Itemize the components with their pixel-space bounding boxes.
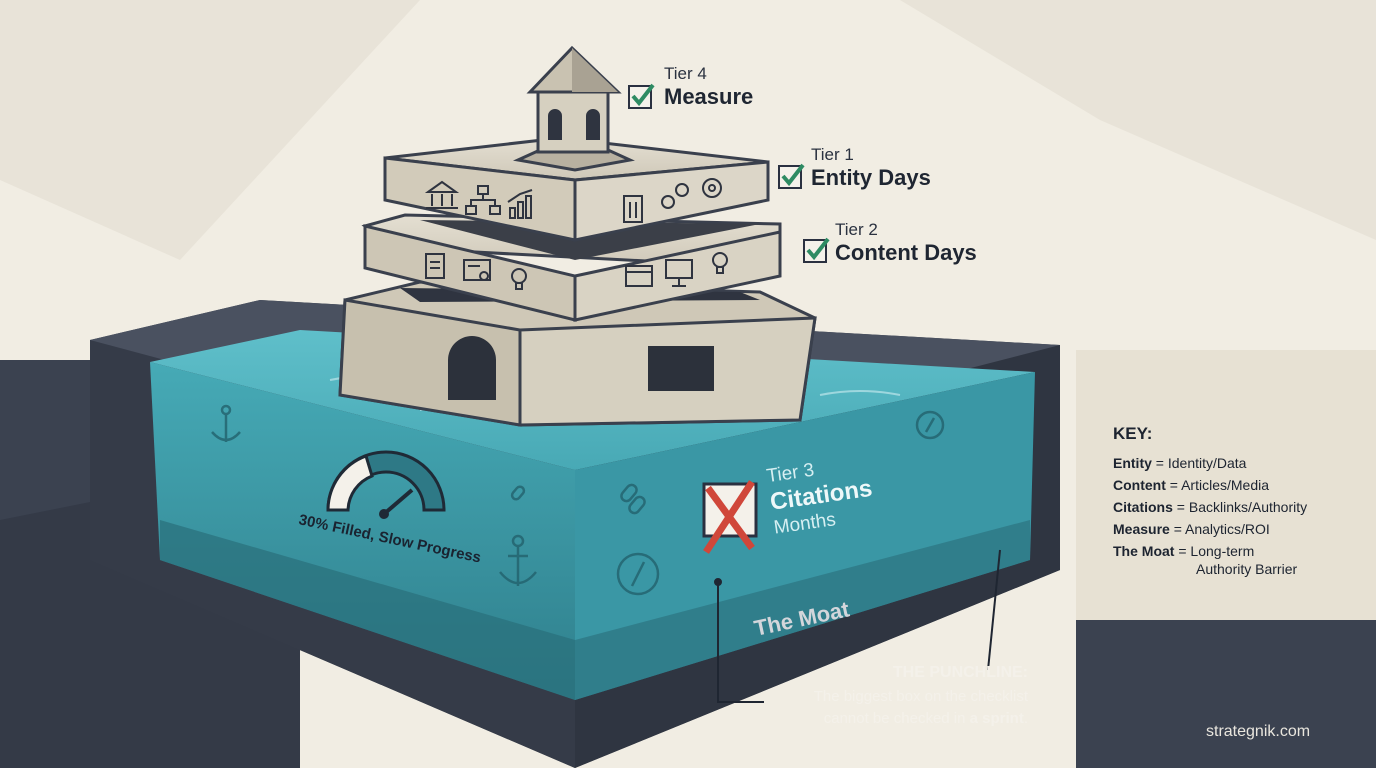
certificate-icon [463,259,491,281]
key-term: Entity [1113,455,1152,471]
punchline-emphasis: a sprint [969,710,1024,727]
gears-icon [661,183,689,209]
gear-icon [702,178,722,198]
key-sep: = [1169,521,1185,537]
tier1-checkbox [778,163,805,189]
monitor-icon [665,259,693,287]
key-item-moat: The Moat = Long-term [1113,540,1363,562]
lightbulb-icon [511,268,527,290]
compass-icon [616,552,660,596]
compass-icon [915,410,945,440]
browser-icon [625,265,653,287]
key-term: Citations [1113,499,1173,515]
key-title: KEY: [1113,424,1153,443]
key-sep: = [1151,455,1168,471]
tier2-name: Content Days [835,240,977,265]
tier4-label: Tier 4 Measure [664,64,753,110]
tier4-number: Tier 4 [664,64,707,83]
key-definition: Identity/Data [1167,455,1247,471]
punchline: THE PUNCHLINE: The biggest box on the ch… [730,664,1028,730]
bar-chart-icon [507,189,533,219]
lightbulb-icon [712,252,728,274]
key-definition: Backlinks/Authority [1188,499,1308,515]
tier3-cross-box [702,480,758,554]
punchline-line2-suffix: . [1023,710,1028,727]
bank-icon [424,180,460,209]
tier4-tower [512,45,635,172]
key-definition: Long-term [1190,543,1255,559]
tier4-name: Measure [664,84,754,109]
key-term: The Moat [1113,543,1175,559]
tier1-label: Tier 1 Entity Days [811,145,931,191]
punchline-line1: The biggest box on the checklist [813,688,1028,705]
tier2-slab [361,213,782,322]
key-term: Measure [1113,521,1170,537]
key-definition: Articles/Media [1181,477,1269,493]
document-icon [425,253,445,279]
key-legend: KEY: Entity = Identity/Data Content = Ar… [1113,424,1363,580]
key-item-moat-line2: Authority Barrier [1196,561,1298,577]
org-chart-icon [465,185,501,215]
chain-link-icon [620,483,646,515]
fill-gauge [326,450,446,519]
key-sep: = [1172,499,1189,515]
key-sep: = [1174,543,1191,559]
key-term: Content [1113,477,1166,493]
key-item-content: Content = Articles/Media [1113,474,1363,496]
castle-base [338,280,817,427]
punchline-pointer [714,549,1001,703]
tier4-checkbox [628,83,655,109]
chain-link-icon [510,485,526,501]
anchor-icon [499,534,537,586]
tier1-name: Entity Days [811,165,931,190]
tier2-number: Tier 2 [835,220,878,239]
key-item-entity: Entity = Identity/Data [1113,452,1363,474]
building-icon [623,195,643,223]
site-url: strategnik.com [1206,723,1311,740]
key-item-citations: Citations = Backlinks/Authority [1113,496,1363,518]
punchline-title: THE PUNCHLINE: [892,664,1028,681]
key-definition: Analytics/ROI [1185,521,1270,537]
punchline-line2-prefix: cannot be checked in [823,710,970,727]
tier1-number: Tier 1 [811,145,854,164]
key-sep: = [1165,477,1182,493]
punchline-line2: cannot be checked in a sprint. [730,708,1028,730]
tier2-checkbox [803,237,830,263]
tier2-label: Tier 2 Content Days [835,220,977,266]
key-item-measure: Measure = Analytics/ROI [1113,518,1363,540]
anchor-icon [211,404,241,442]
